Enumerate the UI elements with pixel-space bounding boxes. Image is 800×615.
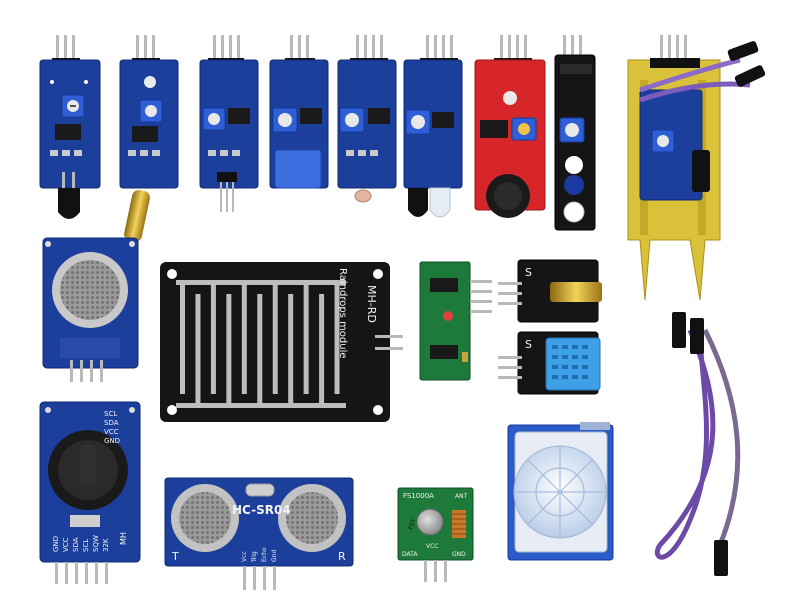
ultrasonic-r-mark: R bbox=[338, 550, 346, 563]
soil-moisture-probe bbox=[627, 35, 766, 301]
rtc-pin-vcc: VCC bbox=[104, 428, 119, 436]
dht11-module: S bbox=[498, 331, 601, 395]
rain-trace bbox=[257, 294, 263, 408]
rain-trace bbox=[241, 280, 247, 394]
rain-trace bbox=[195, 294, 201, 408]
ultrasonic-pin-trig: Trig bbox=[251, 551, 258, 563]
ir-obstacle-module bbox=[403, 35, 463, 218]
rain-trace bbox=[288, 294, 294, 408]
rf-data-label: DATA bbox=[402, 551, 418, 558]
light-sensor-module bbox=[337, 35, 397, 203]
ultrasonic-pin-echo: Echo bbox=[261, 547, 268, 562]
ultrasonic-sensor: HC-SR04 T R Vcc Trig Echo Gnd bbox=[164, 477, 354, 590]
rain-trace bbox=[303, 280, 309, 394]
rf-model: FS1000A bbox=[403, 492, 434, 500]
rf-ant-label: ANT bbox=[455, 493, 468, 500]
rtc-bottom-pin-1: GND bbox=[52, 536, 60, 552]
rtc-pin-gnd: GND bbox=[104, 437, 120, 445]
rain-trace bbox=[176, 280, 346, 285]
rtc-bottom-pin-4: SCL bbox=[82, 539, 90, 552]
flame-sensor-module bbox=[39, 35, 101, 219]
rain-sensor-board: Raindrops module MH-RD bbox=[160, 262, 403, 422]
rtc-pin-sda: SDA bbox=[104, 419, 119, 427]
rtc-bottom-pin-6: 32K bbox=[102, 538, 110, 552]
gas-sensor-module bbox=[42, 237, 139, 382]
ultrasonic-pin-vcc: Vcc bbox=[241, 551, 248, 562]
rtc-pin-scl: SCL bbox=[104, 410, 117, 418]
rain-trace bbox=[319, 294, 325, 408]
rf-gnd-label: GND bbox=[452, 551, 466, 558]
rf-chip-label: FST bbox=[407, 518, 417, 531]
rf-transmitter-module: FS1000A ANT FST DATA VCC GND bbox=[397, 487, 474, 582]
rf-receiver-module bbox=[419, 261, 492, 381]
potentiometer-sensor-module bbox=[269, 35, 329, 189]
rtc-brand: MH bbox=[119, 532, 128, 545]
dht-pin-s: S bbox=[525, 338, 532, 351]
rtc-bottom-pin-5: SQW bbox=[92, 535, 100, 552]
digital-sensor-module-3 bbox=[199, 35, 259, 212]
rtc-bottom-pin-3: SDA bbox=[72, 537, 80, 552]
rain-trace bbox=[272, 280, 278, 394]
rain-trace bbox=[180, 280, 185, 394]
rain-trace bbox=[226, 294, 232, 408]
rf-vcc-label: VCC bbox=[426, 543, 438, 550]
tilt-sensor-module bbox=[119, 35, 179, 243]
rain-trace bbox=[210, 280, 216, 394]
line-tracking-module bbox=[554, 35, 596, 231]
laser-pin-s: S bbox=[525, 266, 532, 279]
rain-trace bbox=[334, 280, 340, 394]
laser-module: S bbox=[498, 259, 602, 323]
pir-motion-sensor bbox=[507, 422, 614, 561]
dupont-jumper-wires bbox=[654, 312, 741, 576]
ultrasonic-model: HC-SR04 bbox=[232, 503, 291, 517]
rain-model: MH-RD bbox=[365, 285, 378, 323]
rtc-module: SCL SDA VCC GND GND VCC SDA SCL SQW 32K … bbox=[39, 401, 141, 584]
sound-sensor-module bbox=[474, 35, 546, 218]
ultrasonic-t-mark: T bbox=[171, 550, 179, 563]
rtc-bottom-pin-2: VCC bbox=[62, 537, 70, 552]
ultrasonic-pin-gnd: Gnd bbox=[271, 550, 278, 562]
rain-caption: Raindrops module bbox=[337, 268, 348, 359]
